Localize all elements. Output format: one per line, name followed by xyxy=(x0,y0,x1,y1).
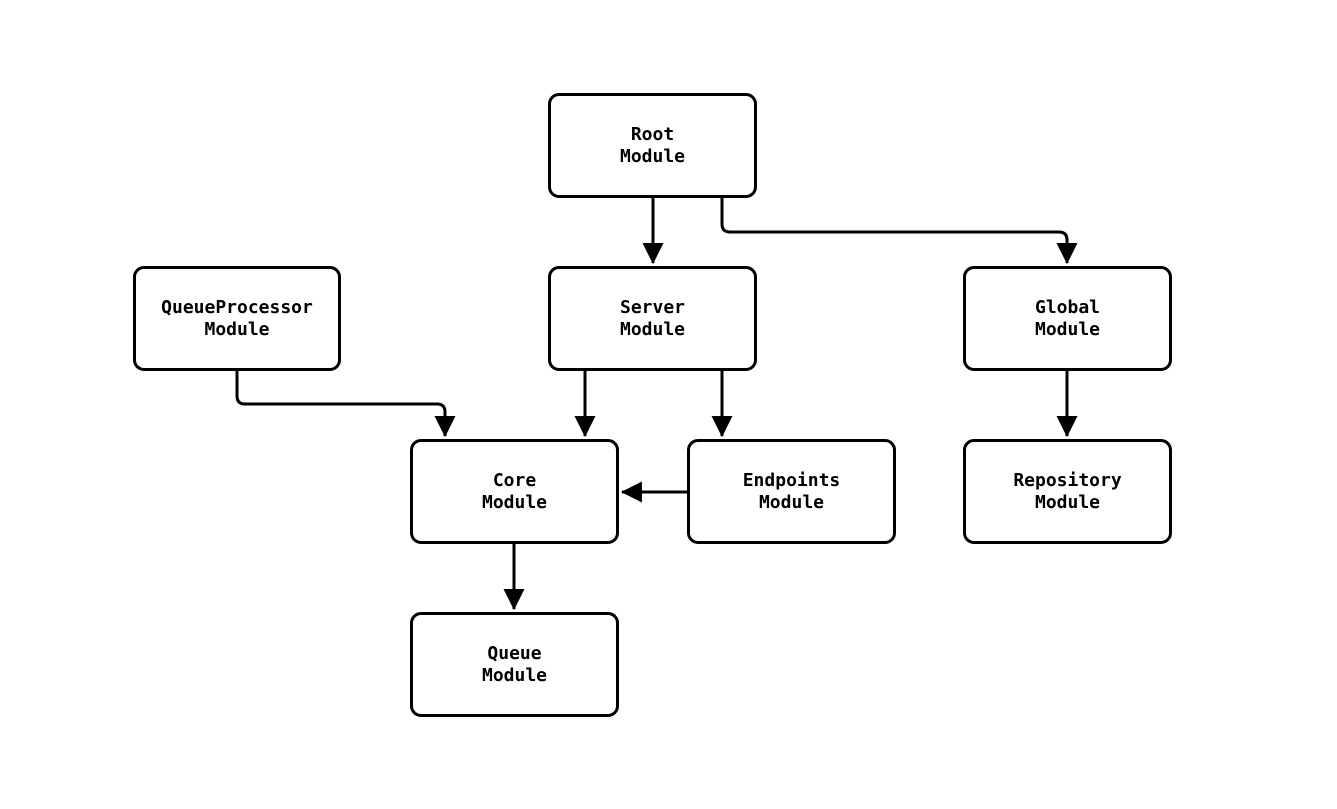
node-queue-module: Queue Module xyxy=(410,612,619,717)
node-server-module: Server Module xyxy=(548,266,757,371)
node-endpoints-module: Endpoints Module xyxy=(687,439,896,544)
node-repository-module: Repository Module xyxy=(963,439,1172,544)
node-core-module-label: Core Module xyxy=(481,469,548,513)
node-global-module-label: Global Module xyxy=(1034,296,1101,340)
node-endpoints-module-label: Endpoints Module xyxy=(742,469,841,513)
edge-queueprocessor-core xyxy=(235,371,456,438)
node-queueprocessor-module: QueueProcessor Module xyxy=(133,266,341,371)
node-core-module: Core Module xyxy=(410,439,619,544)
node-root-module-label: Root Module xyxy=(619,123,686,167)
node-server-module-label: Server Module xyxy=(619,296,686,340)
node-queue-module-label: Queue Module xyxy=(481,642,548,686)
node-root-module: Root Module xyxy=(548,93,757,198)
edge-root-global xyxy=(720,198,1078,265)
node-global-module: Global Module xyxy=(963,266,1172,371)
node-repository-module-label: Repository Module xyxy=(1013,469,1122,513)
node-queueprocessor-module-label: QueueProcessor Module xyxy=(161,296,313,340)
